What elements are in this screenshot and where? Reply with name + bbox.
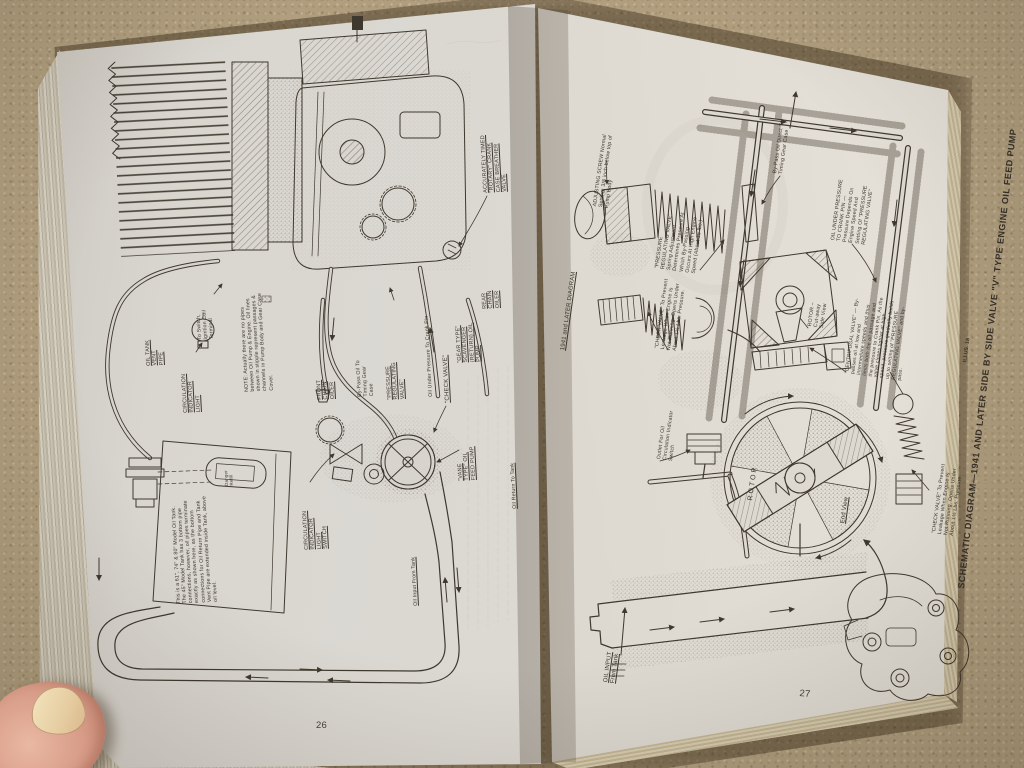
page-number-26: 26 [316, 720, 327, 731]
label-centrifugal-valve: "CENTRIFUGAL VALVE" — By-passes oil at l… [844, 296, 907, 382]
right-rotor-side-view-art [739, 249, 852, 371]
right-stipple-patches [590, 233, 891, 670]
label-pressure-regulating-valve-right: "PRESSURE REGULATING VALVE" Spring Adjus… [654, 211, 704, 274]
right-check-valve-lower-art [889, 371, 925, 505]
label-circulation-indicator-light: CIRCULATION INDICATOR LIGHT [180, 373, 202, 413]
label-vane-type-oil-feed-pump: "VANE TYPE" OIL FEED PUMP [457, 446, 477, 481]
label-gear-type-scavenger-pump: "GEAR TYPE" SCAVENGER (RETURN) OIL PUMP [455, 322, 483, 363]
left-oil-tank-art [125, 440, 292, 614]
label-danger-refill: Danger Refill [223, 470, 235, 486]
label-rear-chain-oiler: REAR CHAIN OILER [481, 290, 501, 309]
left-engine-art [107, 16, 470, 270]
right-bleedthrough [642, 115, 788, 295]
right-pump-body-sketch [843, 573, 970, 701]
label-circulation-indicator-light-switch: CIRCULATION INDICATOR LIGHT SWITCH [301, 510, 330, 550]
right-pressure-valve-art [574, 183, 759, 254]
page-number-27: 27 [799, 688, 811, 700]
left-page-bleedthrough [446, 39, 509, 631]
left-leader-lines [195, 195, 488, 483]
thumb-nail [29, 684, 88, 737]
label-to-switch: To Switch, Ignition Coil Terminal [195, 309, 216, 340]
label-pressure-regulating-valve-left: "PRESSURE REGULATING VALVE" [385, 362, 406, 400]
label-breather-valve: ACCURATELY TIMED "ROTARY" CRANK CASE BRE… [479, 134, 509, 193]
label-note: NOTE: Actually there are no pipes betwee… [239, 292, 275, 392]
label-bypass-oil: By-Pass Oil To Timing Gear Case [355, 360, 376, 397]
label-oil-tank-vent-pipe: OIL TANK VENT PIPE [144, 339, 165, 366]
right-leader-lines [604, 159, 930, 491]
right-rotor-end-view-art [723, 393, 884, 560]
left-pump-cluster-art [191, 312, 464, 502]
label-tank-note: This is a 61", 74" & 80" Model Oil Tank.… [170, 495, 219, 604]
label-front-chain-oiler: FRONT CHAIN OILER [315, 379, 336, 400]
